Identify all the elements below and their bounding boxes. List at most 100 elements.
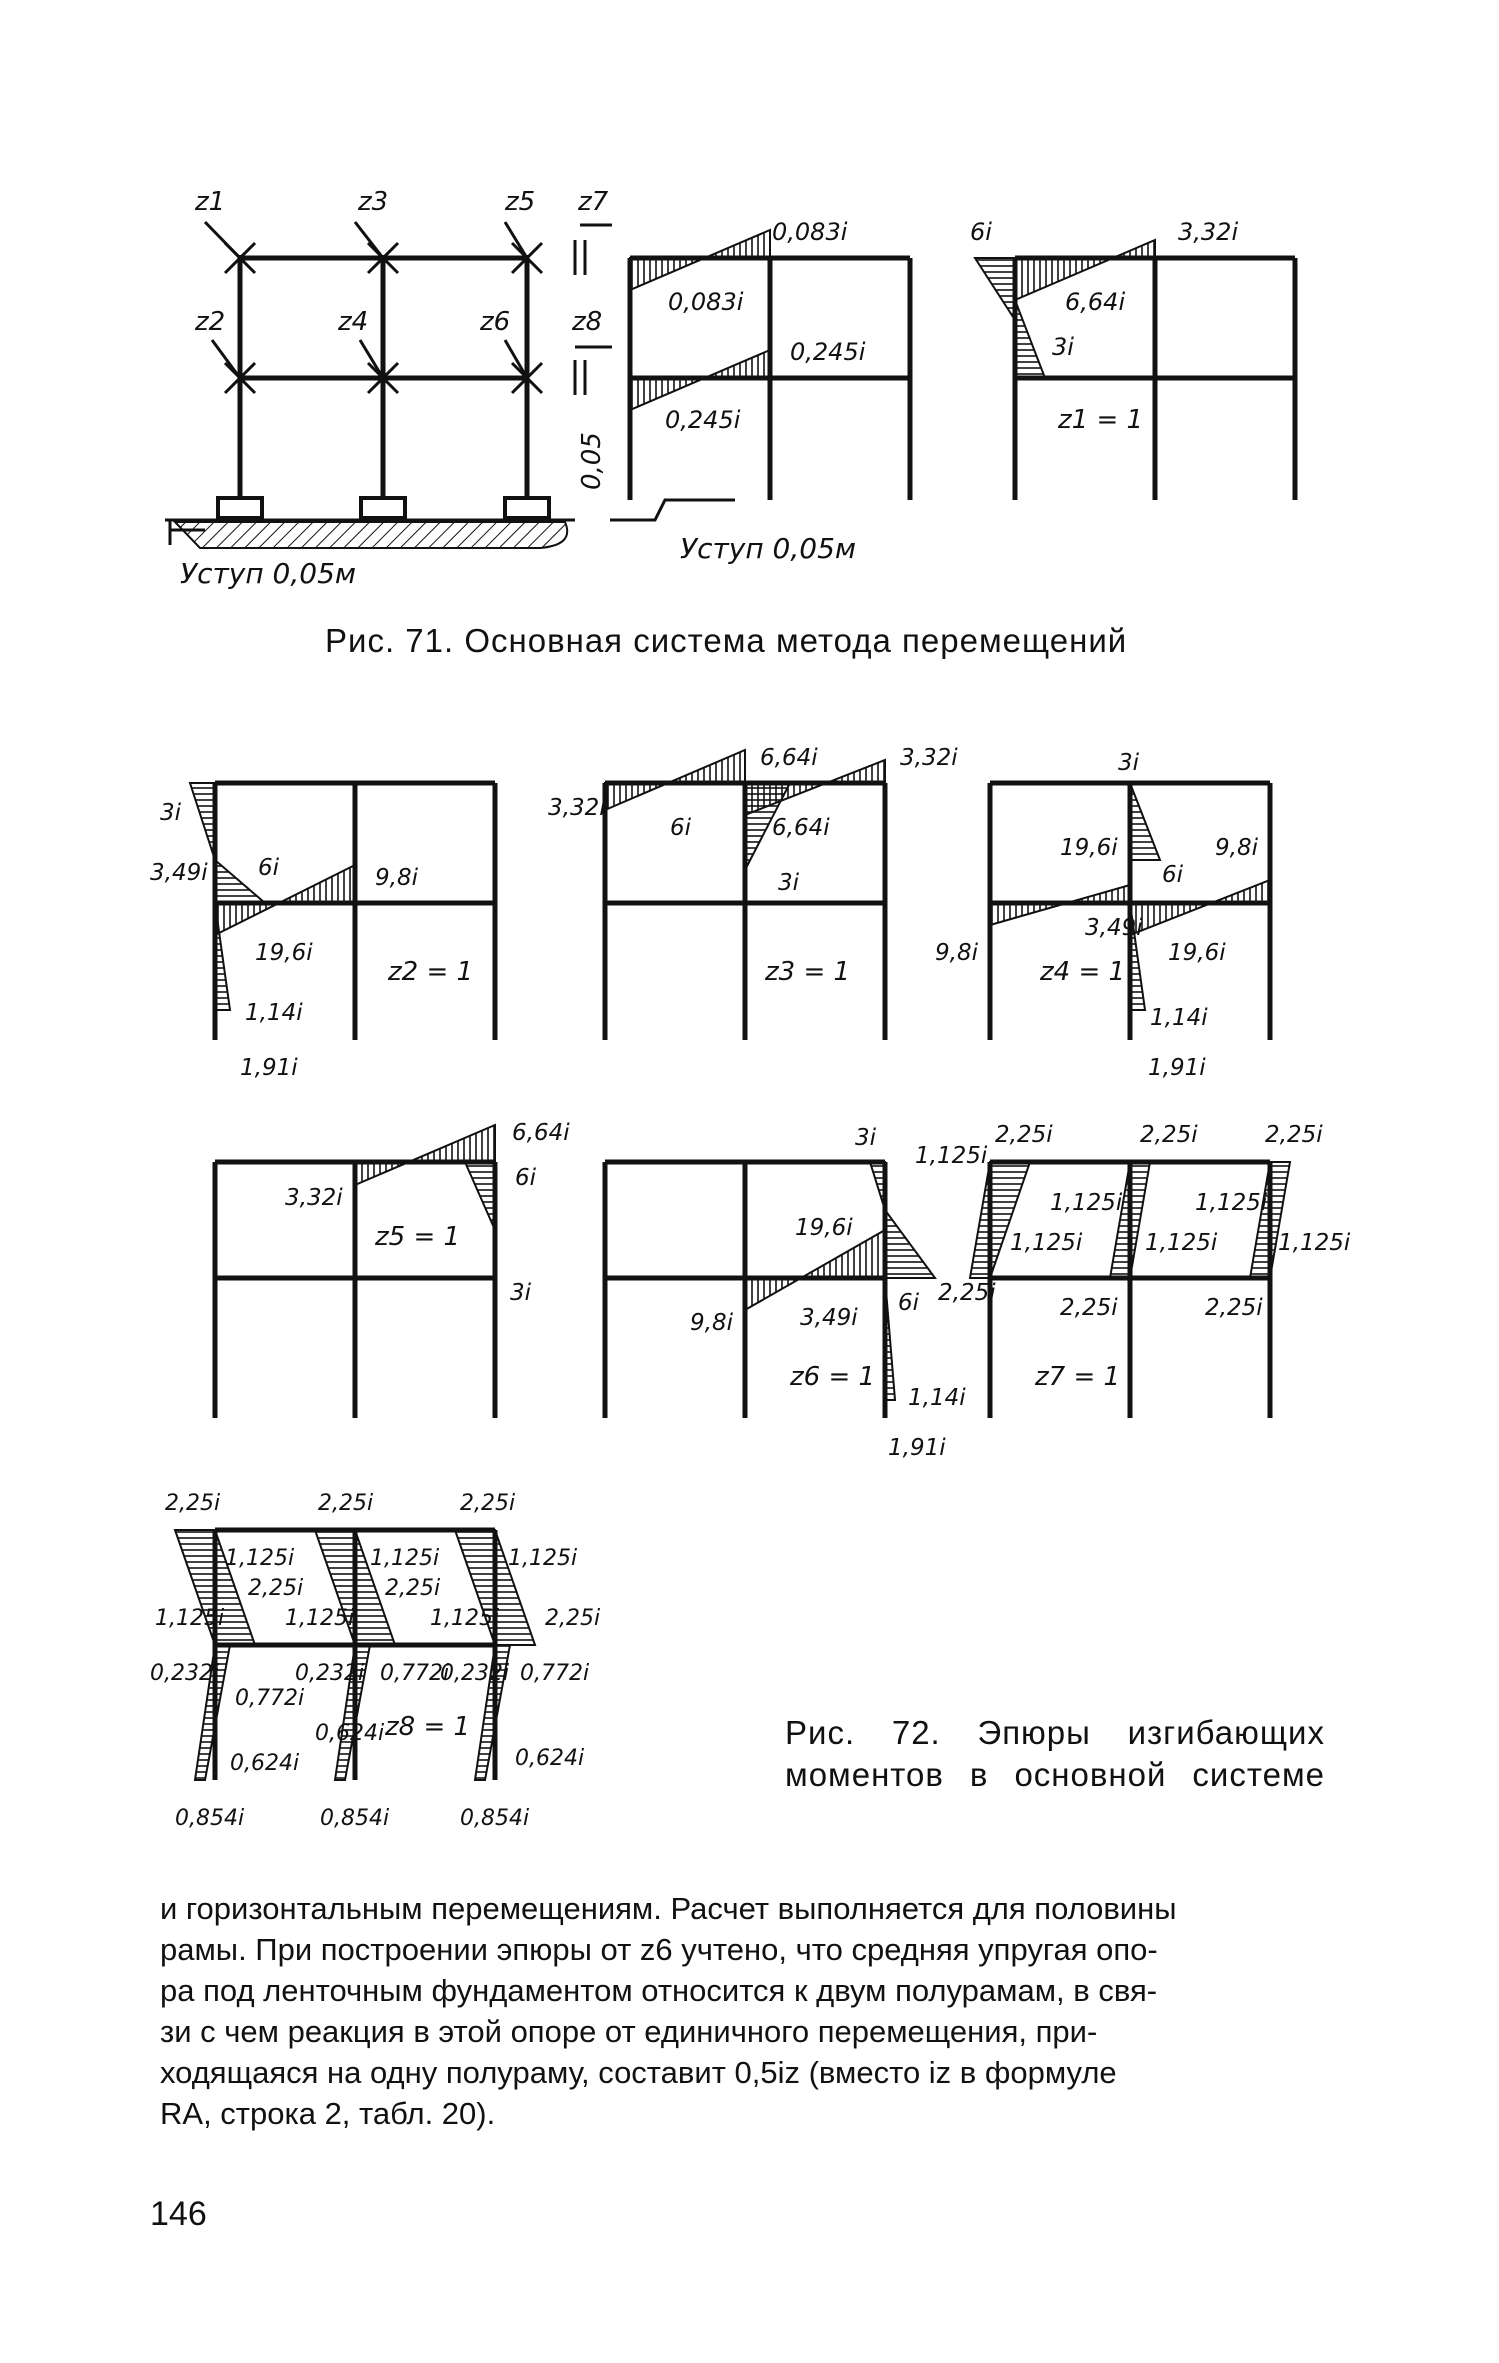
joint-markers (168, 220, 612, 545)
svg-text:2,25i: 2,25i (460, 1491, 515, 1516)
z-labels-main: z1 z2 z3 z4 z5 z6 z7 z8 Уступ 0,05м 0,05 (180, 187, 609, 590)
moment-epure-z3 (604, 748, 886, 871)
svg-text:1,125i: 1,125i (1050, 1190, 1123, 1216)
svg-text:3i: 3i (855, 1125, 877, 1151)
label-664i: 6,64i (1065, 288, 1125, 316)
svg-text:6,64i: 6,64i (760, 745, 818, 771)
svg-text:2,25i: 2,25i (938, 1280, 996, 1306)
svg-text:19,6i: 19,6i (1060, 835, 1118, 861)
svg-text:1,125i: 1,125i (370, 1546, 439, 1571)
svg-text:9,8i: 9,8i (935, 940, 979, 966)
moment-epure-z6 (744, 1161, 937, 1401)
label-z1-unit: z1 = 1 (1057, 405, 1143, 435)
svg-text:0,624i: 0,624i (230, 1751, 299, 1776)
svg-text:1,125i: 1,125i (430, 1606, 499, 1631)
label-z6: z6 (479, 307, 510, 337)
svg-text:z4 = 1: z4 = 1 (1039, 957, 1125, 987)
svg-text:6,64i: 6,64i (512, 1120, 570, 1146)
frame-main-system (165, 255, 575, 522)
figure-72-caption: Рис. 72. Эпюры изгибающих моментов в осн… (785, 1714, 1325, 1793)
page-number: 146 (150, 2195, 207, 2233)
label-z2: z2 (194, 307, 225, 337)
moment-epure-z2 (188, 782, 356, 1011)
svg-text:1,125i: 1,125i (1278, 1230, 1351, 1256)
labels-z3: 6,64i 3,32i 3,32i 6i 6,64i 3i z3 = 1 (548, 745, 958, 987)
svg-text:3,49i: 3,49i (800, 1305, 858, 1331)
svg-text:2,25i: 2,25i (545, 1606, 600, 1631)
labels-z7: 1,125i 2,25i 2,25i 2,25i 1,125i 1,125i 1… (915, 1122, 1351, 1392)
label-3i: 3i (1052, 333, 1074, 361)
svg-text:1,125i: 1,125i (155, 1606, 224, 1631)
label-step-main: Уступ 0,05м (180, 557, 356, 590)
svg-text:2,25i: 2,25i (1140, 1122, 1198, 1148)
label-332i: 3,32i (1178, 218, 1238, 246)
svg-text:0,232i: 0,232i (440, 1661, 509, 1686)
svg-text:2,25i: 2,25i (1060, 1295, 1118, 1321)
svg-text:6i: 6i (515, 1165, 537, 1191)
moment-epure-z7 (968, 1161, 1292, 1279)
svg-text:1,125i: 1,125i (508, 1546, 577, 1571)
moment-epure-z8 (173, 1529, 537, 1781)
svg-text:0,624i: 0,624i (315, 1721, 384, 1746)
svg-text:1,125i: 1,125i (915, 1143, 988, 1169)
svg-text:1,125i: 1,125i (1145, 1230, 1218, 1256)
label-z8: z8 (571, 307, 602, 337)
svg-text:0,772i: 0,772i (235, 1686, 304, 1711)
svg-text:3i: 3i (778, 870, 800, 896)
svg-text:z8 = 1: z8 = 1 (384, 1712, 470, 1742)
label-0083i-bottom: 0,083i (668, 288, 744, 316)
svg-text:3,32i: 3,32i (900, 745, 958, 771)
svg-text:19,6i: 19,6i (255, 940, 313, 966)
svg-text:1,125i: 1,125i (1195, 1190, 1268, 1216)
label-6i: 6i (970, 218, 992, 246)
svg-text:3,49i: 3,49i (150, 860, 208, 886)
moment-epure-z1 (973, 238, 1156, 379)
svg-text:6,64i: 6,64i (772, 815, 830, 841)
svg-text:2,25i: 2,25i (318, 1491, 373, 1516)
label-step-settlement: Уступ 0,05м (680, 532, 856, 565)
body-line: ра под ленточным фундаментом относится к… (160, 1973, 1158, 2008)
label-z3: z3 (357, 187, 388, 217)
svg-text:0,854i: 0,854i (320, 1806, 389, 1831)
label-z7: z7 (577, 187, 609, 217)
label-z1: z1 (194, 187, 225, 217)
body-line: RA, строка 2, табл. 20). (160, 2096, 496, 2131)
label-z5: z5 (504, 187, 535, 217)
moment-epure-z5 (354, 1123, 496, 1231)
svg-text:3,32i: 3,32i (548, 795, 606, 821)
svg-text:3i: 3i (1118, 750, 1140, 776)
frame-z1 (1012, 255, 1298, 500)
svg-text:z5 = 1: z5 = 1 (374, 1222, 460, 1252)
svg-text:3,32i: 3,32i (285, 1185, 343, 1211)
svg-text:9,8i: 9,8i (690, 1310, 734, 1336)
svg-text:0,772i: 0,772i (520, 1661, 589, 1686)
label-step-vertical: 0,05 (577, 432, 607, 490)
svg-text:0,854i: 0,854i (175, 1806, 244, 1831)
svg-text:1,91i: 1,91i (888, 1435, 946, 1461)
svg-text:2,25i: 2,25i (248, 1576, 303, 1601)
svg-text:19,6i: 19,6i (1168, 940, 1226, 966)
label-0083i-top: 0,083i (772, 218, 848, 246)
svg-text:0,854i: 0,854i (460, 1806, 529, 1831)
labels-z8: 2,25i 2,25i 2,25i 1,125i 1,125i 1,125i 2… (150, 1491, 600, 1831)
svg-text:6i: 6i (258, 855, 280, 881)
svg-text:3,49i: 3,49i (1085, 915, 1143, 941)
svg-text:1,91i: 1,91i (240, 1055, 298, 1081)
svg-text:z7 = 1: z7 = 1 (1034, 1362, 1120, 1392)
labels-z4: 3i 19,6i 9,8i 6i 3,49i 9,8i 19,6i 1,14i … (935, 750, 1259, 1081)
labels-z6: 3i 19,6i 9,8i 3,49i 6i 1,14i 1,91i z6 = … (690, 1125, 966, 1461)
svg-text:6i: 6i (898, 1290, 920, 1316)
svg-text:6i: 6i (1162, 862, 1184, 888)
body-line: ходящаяся на одну полураму, составит 0,5… (160, 2055, 1117, 2090)
svg-text:1,91i: 1,91i (1148, 1055, 1206, 1081)
svg-text:0,772i: 0,772i (380, 1661, 449, 1686)
svg-text:6i: 6i (670, 815, 692, 841)
body-line: зи с чем реакция в этой опоре от единичн… (160, 2014, 1098, 2049)
label-z4: z4 (337, 307, 368, 337)
svg-text:2,25i: 2,25i (1265, 1122, 1323, 1148)
labels-z5: 6,64i 3,32i 6i 3i z5 = 1 (285, 1120, 570, 1306)
labels-settlement: 0,083i 0,083i 0,245i 0,245i Уступ 0,05м (665, 218, 866, 565)
body-text: и горизонтальным перемещениям. Расчет вы… (160, 1888, 1335, 2134)
body-line: рамы. При построении эпюры от z6 учтено,… (160, 1932, 1158, 1967)
